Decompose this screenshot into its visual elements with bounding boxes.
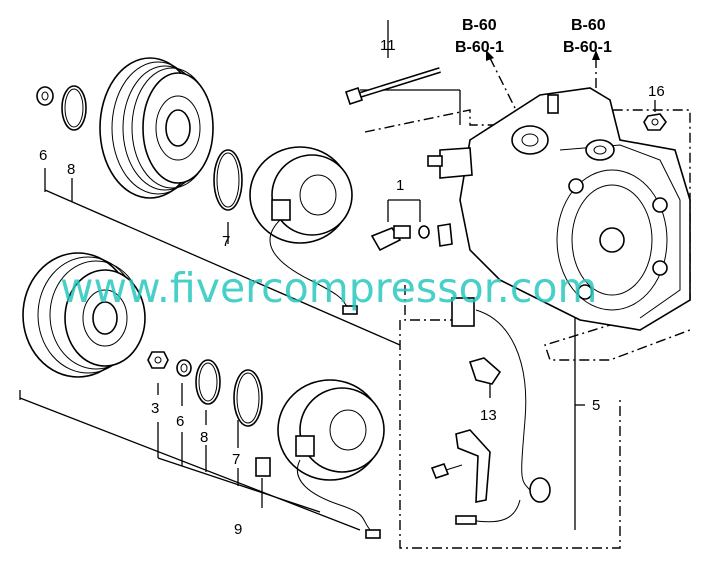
callout-8-lower: 8 — [200, 429, 208, 446]
callout-7-upper: 7 — [222, 233, 230, 250]
ref-left-top: B-60 — [462, 17, 497, 34]
through-bolt-11 — [344, 67, 441, 106]
leader-lines — [19, 20, 656, 531]
callout-1: 1 — [396, 177, 404, 194]
washer-6-lower — [176, 359, 192, 377]
watermark-text: www.fivercompressor.com — [60, 264, 597, 312]
field-coil-upper — [249, 146, 358, 315]
compressor-body — [427, 87, 691, 331]
ref-left-bottom: B-60-1 — [455, 39, 504, 56]
snap-ring-8-lower — [195, 359, 221, 405]
callout-5: 5 — [592, 397, 600, 414]
callout-6-lower: 6 — [176, 413, 184, 430]
snap-ring-8-upper — [61, 85, 87, 131]
harness-5 — [451, 297, 551, 525]
bracket-bolt — [430, 429, 491, 503]
callout-11: 11 — [380, 37, 396, 54]
relief-valve-1 — [370, 223, 453, 252]
snap-ring-7-lower — [233, 369, 263, 427]
callout-6-upper: 6 — [39, 147, 47, 164]
pulley-upper — [99, 57, 214, 199]
callout-13: 13 — [480, 407, 497, 424]
callout-3: 3 — [151, 400, 159, 417]
callout-8-upper: 8 — [67, 161, 75, 178]
ref-right-top: B-60 — [571, 17, 606, 34]
callout-16: 16 — [648, 83, 665, 100]
washer-6-upper — [36, 86, 54, 106]
nut-3 — [147, 351, 169, 369]
callout-7-lower: 7 — [232, 451, 240, 468]
nut-16 — [643, 113, 667, 131]
pulley-lower — [22, 252, 146, 378]
clip-13 — [468, 357, 502, 385]
ref-right-bottom: B-60-1 — [563, 39, 612, 56]
field-coil-lower — [255, 379, 385, 539]
snap-ring-7-upper — [213, 149, 243, 211]
callout-9: 9 — [234, 521, 242, 538]
